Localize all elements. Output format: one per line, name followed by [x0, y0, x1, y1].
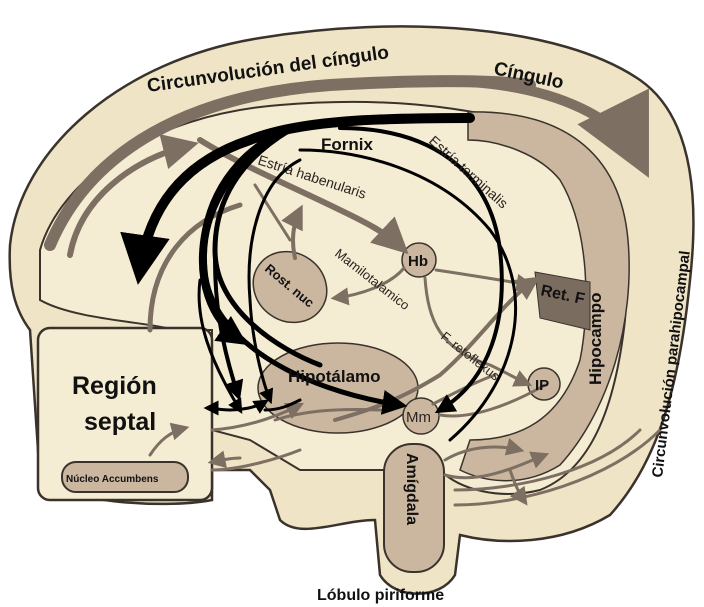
label-habenula: Hb	[408, 253, 428, 270]
label-interpeduncular: IP	[535, 377, 549, 394]
label-septal-region-line2: septal	[84, 408, 156, 436]
label-hypothalamus: Hipotálamo	[288, 367, 381, 386]
label-septal-region-line1: Región	[72, 372, 157, 400]
label-mammillary-body: Mm	[406, 409, 431, 426]
label-hippocampus: Hipocampo	[586, 292, 605, 385]
label-piriform-lobe: Lóbulo piriforme	[317, 587, 444, 604]
label-amygdala: Amígdala	[403, 453, 420, 525]
label-fornix: Fornix	[321, 135, 373, 154]
label-nucleus-accumbens: Núcleo Accumbens	[66, 474, 159, 485]
